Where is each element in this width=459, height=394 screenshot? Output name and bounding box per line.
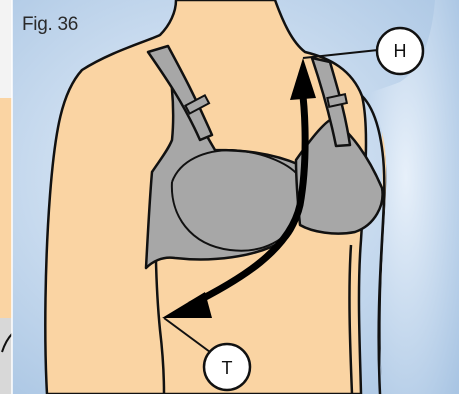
- adjacent-panel-edge: [0, 0, 12, 394]
- callout-t: T: [204, 344, 250, 390]
- callout-t-label: T: [222, 358, 233, 378]
- callout-h-label: H: [394, 41, 407, 61]
- figure-label: Fig. 36: [22, 14, 78, 36]
- callout-h: H: [377, 28, 423, 74]
